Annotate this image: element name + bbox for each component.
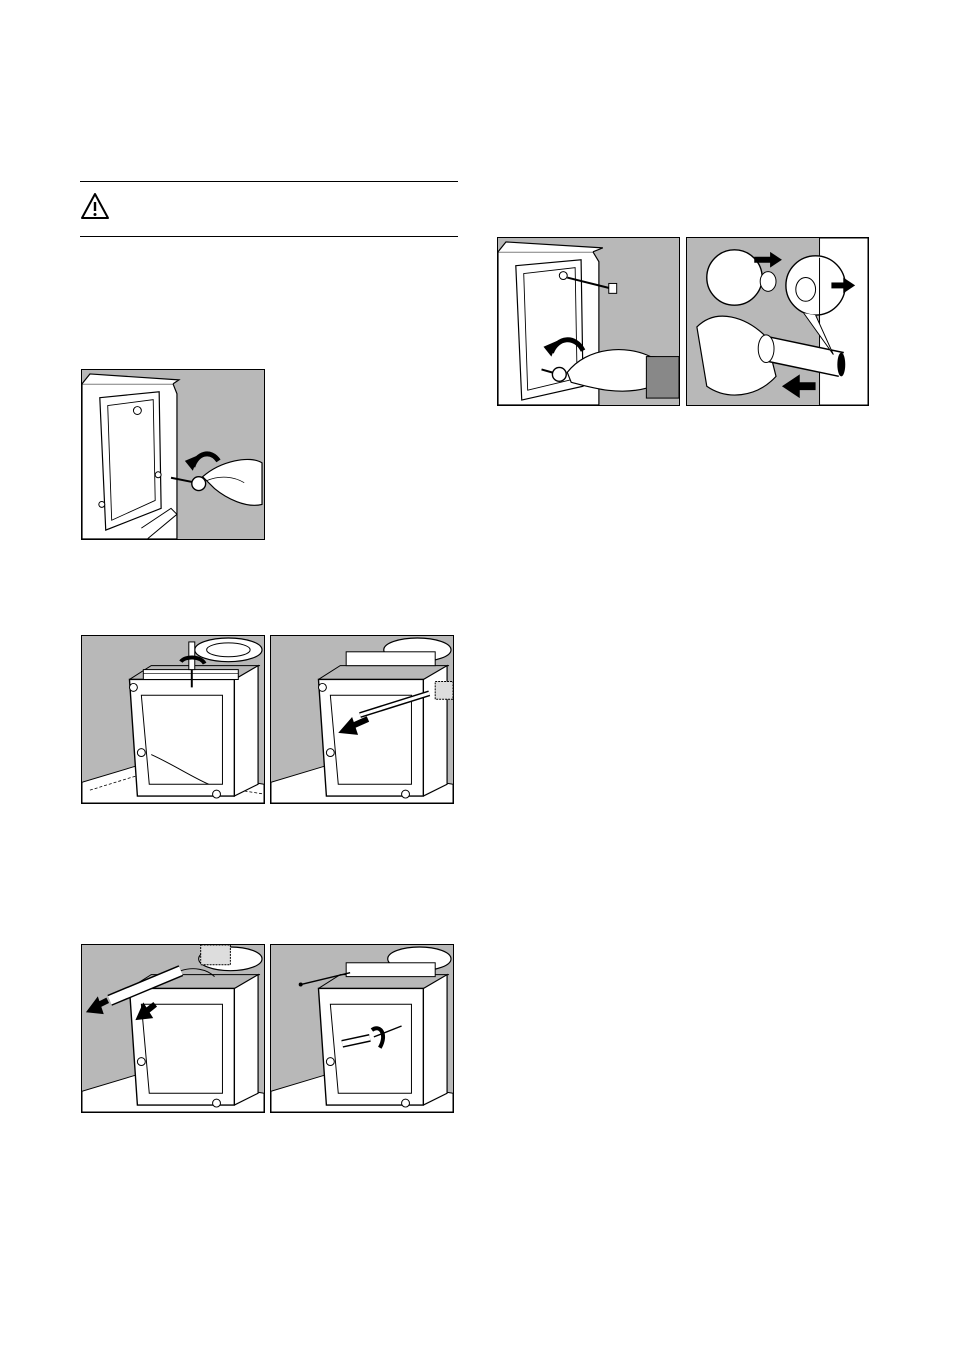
fig-insert-screw-plug (270, 944, 454, 1113)
warning-top-rule (80, 181, 458, 182)
fig-pull-out-pipe (81, 944, 265, 1113)
fig-unscrew-top-bracket (81, 635, 265, 804)
warning-bottom-rule (80, 236, 458, 237)
fig-rear-bolt-removal (497, 237, 680, 406)
warning-triangle-icon (80, 192, 110, 220)
fig-insert-plastic-plugs (686, 237, 869, 406)
fig-slide-bracket-out (270, 635, 454, 804)
fig-remove-rear-screw (81, 369, 265, 540)
